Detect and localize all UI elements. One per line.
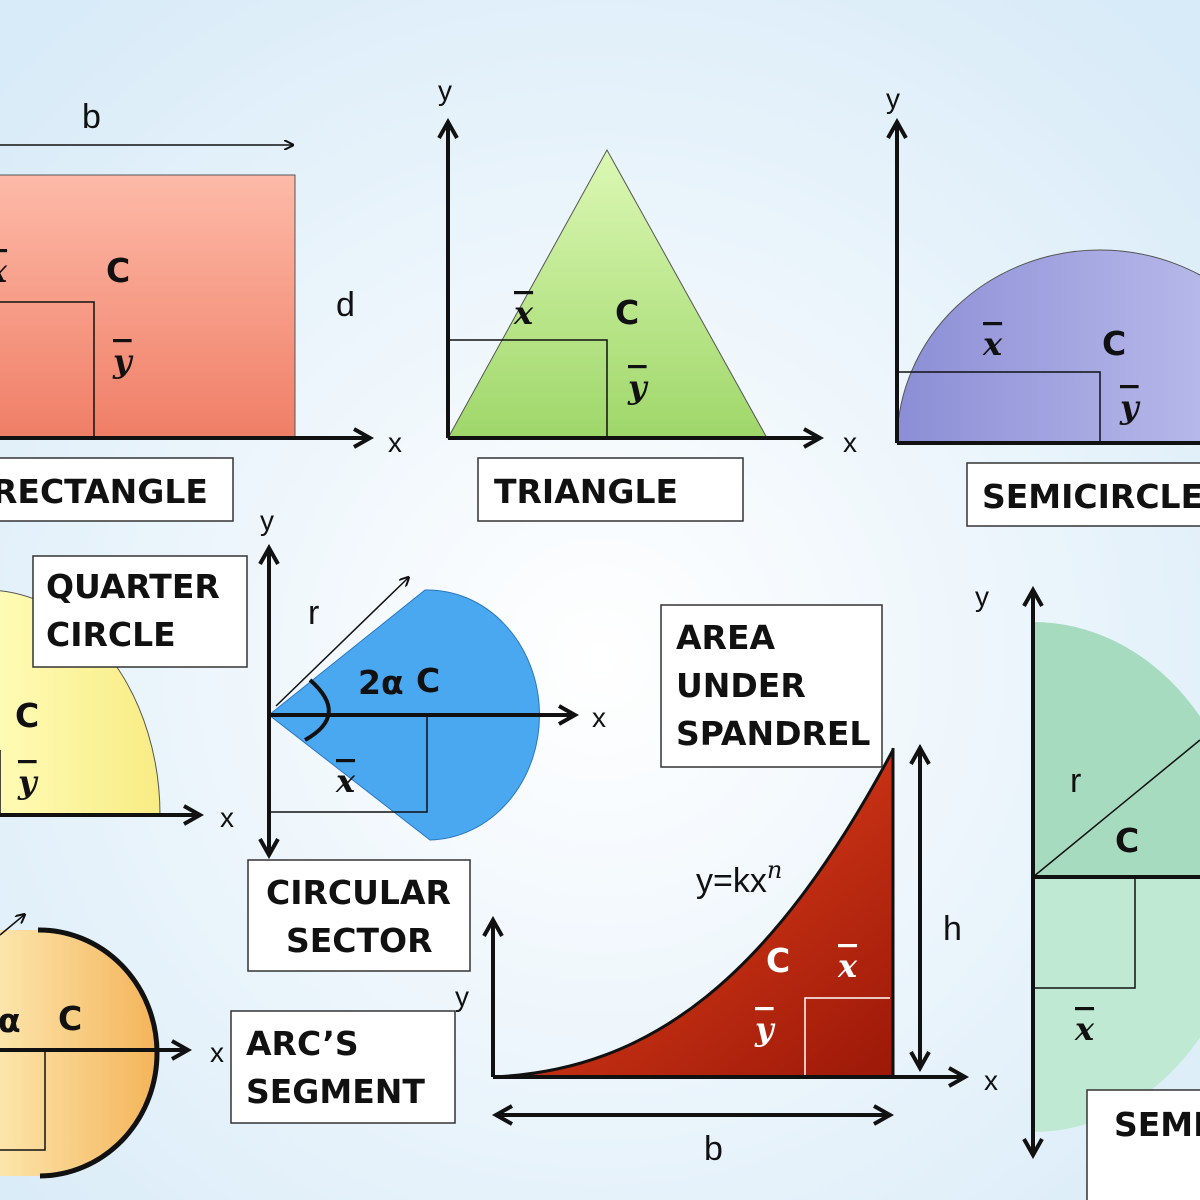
title-box	[0, 457, 234, 522]
rectangle-figure: b x C y d x RECTANGLE	[0, 98, 402, 522]
lower-half	[1033, 877, 1200, 1132]
xbar-label: x	[982, 325, 1003, 363]
x-axis-label: x	[388, 427, 402, 458]
label-b: b	[82, 98, 101, 136]
centroid-label: C	[58, 999, 82, 1038]
centroid-label: C	[416, 661, 440, 700]
circular-sector-figure: y x r 2α C x CIRCULAR SECTOR	[247, 505, 606, 972]
arc-segment-figure: x α C ARC’S SEGMENT	[0, 915, 456, 1179]
title: TRIANGLE	[494, 472, 678, 511]
xbar-label: x	[0, 252, 8, 290]
centroid-label: C	[1115, 821, 1139, 860]
title-line-1: QUARTER	[46, 567, 220, 606]
segment-shape	[0, 929, 157, 1176]
curve	[492, 749, 895, 1079]
ybar-label: y	[112, 342, 134, 380]
x-axis-label: x	[984, 1065, 998, 1096]
x-axis-label: x	[843, 427, 857, 458]
title: SEMI	[1114, 1105, 1200, 1144]
y-axis-label: y	[886, 83, 900, 114]
angle-arc	[304, 678, 331, 742]
semicircle-vertical-figure: y r C x SEMI	[975, 581, 1200, 1200]
ybar-label: y	[1119, 388, 1141, 426]
centroid-lines	[0, 1050, 46, 1151]
centroid-lines	[1033, 877, 1136, 989]
xbar-label: x	[837, 947, 858, 985]
triangle-figure: y x x C y TRIANGLE	[438, 75, 857, 522]
title-line-2: SEGMENT	[246, 1072, 425, 1111]
radius-line	[1032, 739, 1200, 878]
y-axis-label: y	[455, 981, 469, 1012]
title-line-2: SECTOR	[286, 921, 433, 960]
title-line-1: ARC’S	[246, 1024, 359, 1063]
angle-label: 2α	[358, 663, 404, 702]
centroid-lines	[804, 997, 890, 1077]
title: RECTANGLE	[0, 472, 208, 511]
title-line-3: SPANDREL	[676, 714, 870, 753]
centroid-label: C	[15, 696, 39, 735]
label-b: b	[704, 1130, 723, 1168]
title-line-2: UNDER	[676, 666, 806, 705]
semicircle-shape	[896, 249, 1200, 444]
spandrel-figure: y x h b y=kxn C x y AREA UNDER SPANDREL	[455, 604, 998, 1168]
ybar-label: y	[754, 1010, 776, 1048]
spandrel-shape	[493, 750, 893, 1077]
centroid-lines	[269, 715, 428, 813]
title-line-2: CIRCLE	[46, 615, 176, 654]
ybar-label: y	[627, 368, 649, 406]
centroid-label: C	[766, 941, 790, 980]
title-box	[230, 1010, 456, 1124]
title-box	[247, 859, 471, 972]
radius-arrow	[0, 915, 24, 936]
centroid-lines	[448, 339, 608, 438]
semicircle-figure: y x C y SEMICIRCLE	[886, 83, 1200, 527]
label-r: r	[308, 594, 319, 632]
xbar-label: x	[335, 762, 356, 800]
title-line-1: AREA	[676, 618, 775, 657]
centroid-lines	[0, 301, 95, 438]
label-h: h	[943, 910, 962, 948]
xbar-label: x	[1074, 1010, 1095, 1048]
x-axis-label: x	[592, 702, 606, 733]
y-axis-label: y	[260, 505, 274, 536]
centroid-lines	[897, 371, 1101, 443]
rectangle-shape	[0, 174, 296, 439]
label-r: r	[1070, 762, 1081, 800]
quarter-circle-figure: x C y QUARTER CIRCLE	[0, 555, 248, 833]
x-axis-label: x	[220, 802, 234, 833]
y-axis-label: y	[975, 581, 989, 612]
xbar-label: x	[513, 294, 534, 332]
title: SEMICIRCLE	[982, 477, 1200, 516]
angle-label: α	[0, 1001, 21, 1040]
upper-half	[1033, 622, 1200, 877]
title-box	[660, 604, 883, 768]
radius-arrow	[275, 578, 408, 707]
equation: y=kxn	[696, 856, 782, 900]
title-box	[477, 457, 744, 522]
centroid-label: C	[1102, 324, 1126, 363]
centroid-label: C	[106, 251, 130, 290]
label-d: d	[336, 286, 355, 324]
title-box	[966, 462, 1200, 527]
centroid-label: C	[615, 293, 639, 332]
title-box	[32, 555, 248, 668]
title-line-1: CIRCULAR	[266, 873, 451, 912]
title-box	[1086, 1089, 1200, 1200]
ybar-label: y	[17, 763, 39, 801]
y-axis-label: y	[438, 75, 452, 106]
x-axis-label: x	[210, 1037, 224, 1068]
